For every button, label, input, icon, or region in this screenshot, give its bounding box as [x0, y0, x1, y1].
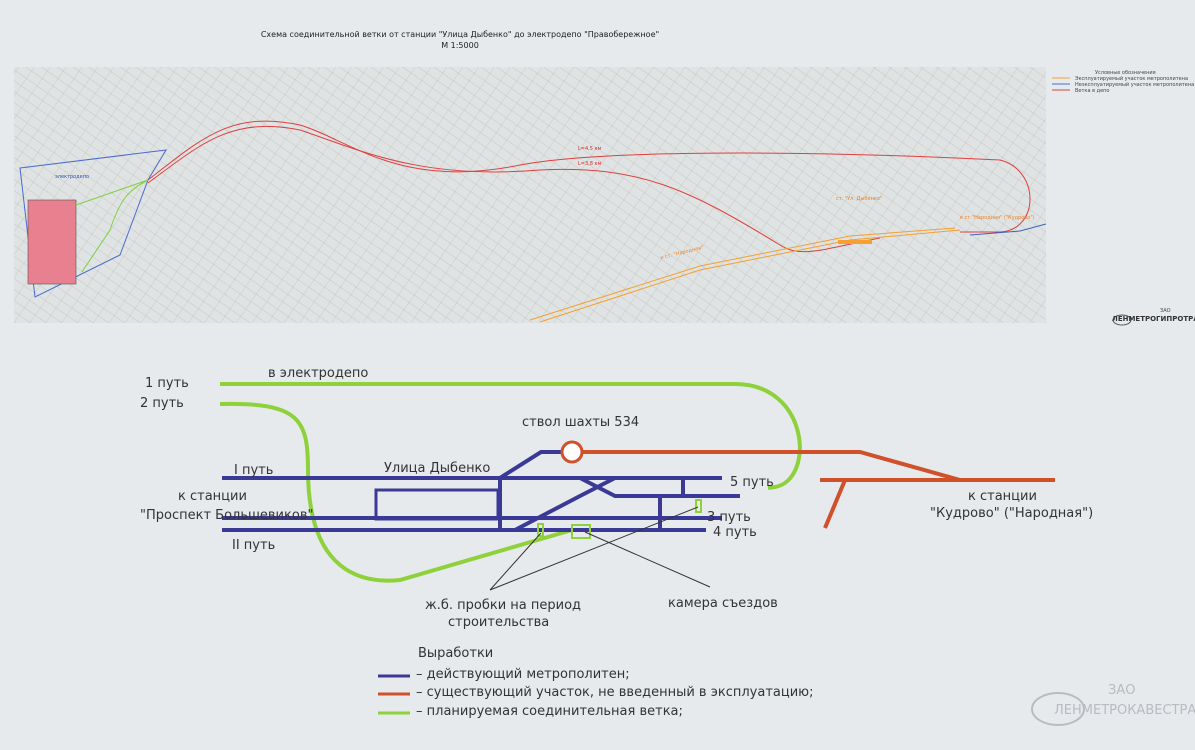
map-legend-item: Ветка в депо — [1075, 88, 1110, 94]
depot-label: электродепо — [55, 174, 90, 180]
label: 2 путь — [140, 396, 184, 411]
legend-item: – действующий метрополитен; — [416, 667, 630, 682]
legend-item: – планируемая соединительная ветка; — [416, 704, 683, 719]
label: к станции — [178, 489, 247, 504]
legend-item: – существующий участок, не введенный в э… — [416, 685, 814, 700]
label: камера съездов — [668, 596, 778, 611]
logo-name: ЛЕНМЕТРОКАВЕСТРАНС — [1054, 703, 1195, 718]
label: I путь — [234, 463, 274, 478]
small-logo-name: ЛЕНМЕТРОГИПРОТРАНС — [1112, 315, 1195, 323]
station-label: ст. "Ул. Дыбенко" — [836, 196, 883, 202]
planned-branch-track2 — [219, 401, 573, 583]
depot-building — [27, 199, 77, 285]
map-legend-title: Условные обозначения — [1095, 70, 1156, 76]
crossovers — [498, 450, 740, 532]
plug-icon — [537, 523, 544, 537]
direction-label: к ст."Народная" ("Кудрово") — [960, 215, 1035, 221]
unused-line-blue — [969, 223, 1047, 236]
small-logo-org: ЗАО — [1160, 308, 1171, 314]
existing-line-orange — [529, 227, 961, 323]
planned-branch-track1 — [220, 382, 802, 490]
label: II путь — [232, 538, 276, 553]
label: 1 путь — [145, 376, 189, 391]
legend-title: Выработки — [418, 646, 494, 661]
label: ж.б. пробки на период — [425, 598, 582, 613]
depot-branch-red — [147, 120, 1031, 233]
title-text: Схема соединительной ветки от станции "У… — [260, 30, 660, 39]
length-label: L=3,8 км — [578, 161, 602, 167]
dybenko-platform — [838, 240, 872, 244]
map-legend-item: Эксплуатируемый участок метрополитена — [1075, 76, 1189, 82]
scale-text: М 1:5000 — [441, 41, 479, 50]
label: к станции — [968, 489, 1037, 504]
label: 3 путь — [707, 510, 751, 525]
label: "Кудрово" ("Народная") — [930, 506, 1094, 521]
existing-unused-red — [583, 450, 1055, 529]
label: 5 путь — [730, 475, 774, 490]
label: в электродепо — [268, 366, 369, 381]
plug-icon — [695, 499, 702, 513]
label: "Проспект Большевиков" — [140, 508, 314, 523]
label: 4 путь — [713, 525, 757, 540]
logo-icon — [1031, 692, 1085, 726]
plug-icon — [571, 524, 591, 539]
label: строительства — [448, 615, 550, 630]
map-title: Схема соединительной ветки от станции "У… — [260, 29, 660, 51]
depot-branch-green — [75, 179, 149, 273]
depot-branch-red-2 — [147, 126, 881, 253]
logo-org: ЗАО — [1108, 683, 1136, 698]
city-map — [14, 67, 1046, 323]
map-legend-item: Неэксплуатируемый участок метрополитена — [1075, 82, 1195, 88]
station-label: Улица Дыбенко — [384, 461, 491, 476]
small-logo-icon — [1112, 314, 1132, 326]
length-label: L=4,5 км — [578, 146, 602, 152]
shaft-534-icon — [560, 440, 584, 464]
shaft-label: ствол шахты 534 — [522, 415, 640, 430]
callout-lines — [489, 506, 711, 591]
station-box — [374, 488, 500, 521]
